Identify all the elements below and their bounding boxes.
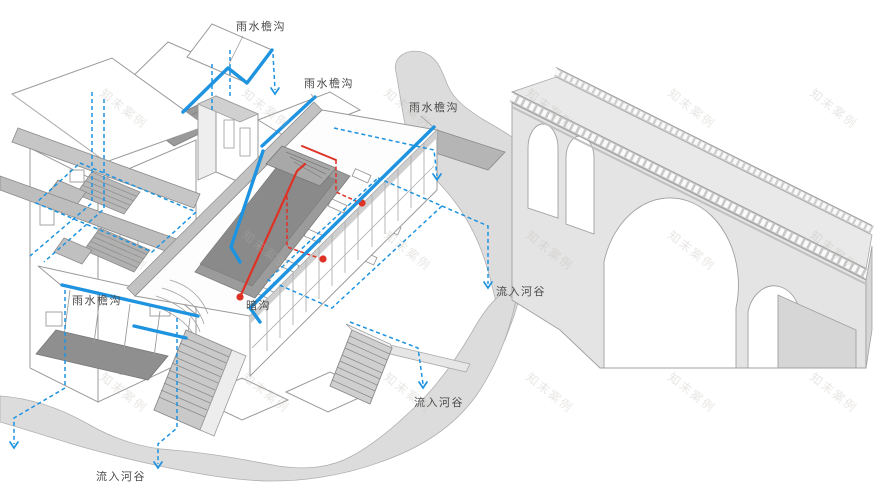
gallery-columns [266, 143, 425, 351]
gutter-upper [260, 95, 317, 148]
label-leader-line [310, 93, 315, 99]
tower-slot-2 [239, 127, 251, 157]
gutter-zigzag-top [181, 48, 274, 114]
flow-center-drop [157, 318, 178, 464]
flow-tower-drop [272, 53, 276, 91]
bridge-arch-main [603, 197, 739, 369]
down-arrow-icon [270, 87, 280, 96]
gallery-rail [251, 165, 435, 349]
label-rain-gutter-left: 雨水檐沟 [72, 295, 122, 307]
down-arrow-icon [483, 281, 493, 290]
eave-shadow [250, 130, 437, 324]
drain-dashed-2 [286, 196, 320, 259]
stair-side-wall [199, 349, 247, 437]
terrain-ground-band [0, 291, 517, 482]
lower-right-stair [329, 323, 393, 405]
label-leader-line [228, 35, 244, 65]
drain-solid-line-2 [301, 145, 337, 161]
bridge-end-face [865, 245, 873, 369]
roof-fold-line [11, 93, 107, 163]
balcony-deck [35, 329, 169, 381]
stair-flight-2 [83, 227, 151, 273]
arch-bridge [509, 67, 875, 369]
main-stair-steps [158, 336, 230, 418]
label-leader-lines [228, 35, 433, 127]
flow-roof-outline [266, 177, 444, 309]
bridge-arch-small-2 [565, 135, 595, 235]
down-arrow-icon [432, 173, 442, 182]
tower-cap [197, 95, 259, 123]
bridge-pier [777, 294, 857, 369]
stair-steps-1 [79, 176, 137, 210]
label-flow-valley-middle: 流入河谷 [414, 397, 464, 409]
flow-left-2 [43, 99, 105, 263]
stair-steps-2 [87, 232, 147, 268]
tower-slot-1 [223, 119, 235, 149]
bridge-far-parapet-top-edge [555, 67, 873, 226]
bridge-near-balusters [510, 93, 868, 278]
bridge-near-parapet-bottom-edge [511, 102, 867, 280]
drain-node-dot [236, 293, 244, 301]
right-stair-steps [331, 335, 390, 399]
label-hidden-drain: 暗沟 [246, 300, 271, 312]
gutter-terrace [229, 149, 265, 264]
label-flow-valley-bottom: 流入河谷 [96, 471, 146, 483]
label-rain-gutter-upper: 雨水檐沟 [304, 78, 354, 90]
flow-to-valley-right [441, 205, 489, 284]
curved-steps [149, 279, 209, 341]
flow-dashed-lines [13, 50, 489, 464]
flow-porch-drop [13, 290, 66, 444]
corridor-upper [11, 127, 201, 209]
right-stair-parapet [345, 323, 393, 349]
drain-dashed-1 [335, 160, 359, 203]
label-flow-valley-right: 流入河谷 [496, 286, 546, 298]
flow-arrowheads [9, 87, 493, 470]
down-arrow-icon [9, 441, 19, 450]
drain-node-dot [319, 255, 327, 263]
rain-gutter-lines [60, 48, 436, 340]
bridge-far-balusters [554, 69, 874, 233]
flow-tower-verticals [211, 50, 231, 110]
bridge-cornice [511, 106, 867, 285]
down-arrow-icon [153, 461, 163, 470]
label-rain-gutter-right: 雨水檐沟 [409, 102, 459, 114]
monitor-steps [285, 151, 331, 179]
hidden-drain-lines [236, 145, 366, 301]
drain-solid-line [238, 162, 307, 299]
gutter-gallery-eave [248, 125, 436, 324]
flow-floor-outline [34, 162, 198, 253]
bridge-arch-small-1 [527, 123, 559, 219]
stair-flight-1 [75, 171, 141, 215]
gutter-porch [60, 283, 200, 318]
label-rain-gutter-top: 雨水檐沟 [236, 21, 286, 33]
ridge-walkway [126, 101, 323, 297]
bridge-near-parapet-top-edge [511, 91, 867, 269]
flow-ridge [333, 127, 438, 177]
flow-to-valley-middle [349, 321, 424, 385]
porch-posts [63, 289, 191, 365]
flow-left-1 [29, 92, 93, 257]
down-arrow-icon [418, 381, 428, 390]
label-leader-line [420, 115, 433, 127]
